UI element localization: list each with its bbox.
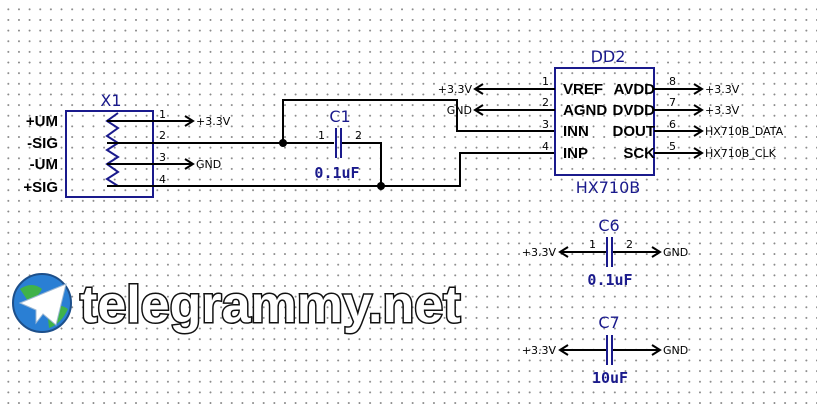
- wire-x1-pin1: [107, 115, 195, 127]
- net-label: +3.3V: [705, 104, 740, 117]
- paper-plane-icon: [18, 283, 67, 326]
- pin-number: 1: [542, 75, 549, 88]
- x1-pin-label: +UM: [26, 113, 58, 130]
- c6-plates: [606, 237, 613, 267]
- dd2-pin-name: VREF: [563, 81, 603, 98]
- dd2-pin-name: DOUT: [613, 123, 656, 140]
- c1-value: 0.1uF: [314, 164, 359, 182]
- net-label: GND: [663, 344, 688, 357]
- net-label: +3.3V: [522, 246, 557, 259]
- net-label: GND: [447, 104, 472, 117]
- c6-wires: [558, 246, 662, 258]
- dd2-pin-name: SCK: [623, 145, 655, 162]
- pin-number: 4: [159, 173, 166, 186]
- x1-ref: X1: [100, 91, 121, 110]
- net-label: HX710B_DATA: [705, 125, 784, 138]
- watermark-text: telegrammy.net: [80, 276, 461, 334]
- dd2-pin-name: AGND: [563, 102, 607, 119]
- pin-number: 2: [355, 129, 362, 142]
- dd2-part: HX710B: [576, 178, 641, 197]
- wire-x1-pin3: [107, 158, 195, 170]
- pin-number: 2: [159, 129, 166, 142]
- ic-dd2[interactable]: DD2 HX710B VREF AGND INN INP AVDD DVDD D…: [542, 47, 676, 197]
- x1-body: [65, 110, 154, 198]
- dd2-pin-name: INP: [563, 145, 588, 162]
- c7-ref: C7: [598, 313, 619, 332]
- net-label: +3.3V: [196, 115, 231, 128]
- junction: [377, 182, 385, 190]
- dd2-body: [554, 67, 655, 176]
- connector-x1[interactable]: X1 +UM -SIG -UM +SIG 1 2 3 4: [23, 91, 166, 198]
- c7-value: 10uF: [592, 369, 628, 387]
- net-label: GND: [663, 246, 688, 259]
- pin-number: 2: [626, 238, 633, 251]
- x1-zigzag: [105, 112, 122, 187]
- c6-value: 0.1uF: [587, 271, 632, 289]
- pin-number: 3: [159, 151, 166, 164]
- dd2-pin-name: DVDD: [612, 102, 655, 119]
- pin-number: 1: [589, 238, 596, 251]
- pin-number: 5: [669, 140, 676, 153]
- pin-number: 4: [542, 140, 549, 153]
- net-label: +3.3V: [522, 344, 557, 357]
- net-label: +3.3V: [705, 83, 740, 96]
- watermark: telegrammy.net: [12, 273, 462, 336]
- net-label: +3.3V: [438, 83, 473, 96]
- net-label: HX710B_CLK: [705, 147, 777, 160]
- dd2-pin-name: AVDD: [614, 81, 656, 98]
- net-label: GND: [196, 158, 221, 171]
- capacitor-c6[interactable]: C6 1 2 0.1uF +3.3V GND: [522, 216, 688, 289]
- c6-ref: C6: [598, 216, 619, 235]
- capacitor-c1[interactable]: C1 1 2 0.1uF: [314, 107, 362, 182]
- dd2-ref: DD2: [591, 47, 626, 66]
- wire-inp: [107, 142, 555, 187]
- x1-pin-label: -UM: [30, 156, 58, 173]
- wire-dd2-left: [473, 83, 555, 116]
- pin-number: 2: [542, 96, 549, 109]
- x1-pin-label: +SIG: [23, 179, 58, 196]
- pin-number: 1: [318, 129, 325, 142]
- pin-number: 3: [542, 118, 549, 131]
- wire-dd2-right: [654, 83, 704, 159]
- dd2-pin-name: INN: [563, 123, 589, 140]
- c7-wires: [558, 344, 662, 356]
- capacitor-c7[interactable]: C7 10uF +3.3V GND: [522, 313, 688, 387]
- x1-pin-label: -SIG: [27, 135, 58, 152]
- c7-plates: [606, 335, 613, 365]
- c1-ref: C1: [329, 107, 350, 126]
- pin-number: 8: [669, 75, 676, 88]
- pin-number: 6: [669, 118, 676, 131]
- pin-number: 7: [669, 96, 676, 109]
- c1-plates: [335, 128, 342, 158]
- pin-number: 1: [159, 108, 166, 121]
- wire-inn: [107, 99, 555, 144]
- junction: [279, 139, 287, 147]
